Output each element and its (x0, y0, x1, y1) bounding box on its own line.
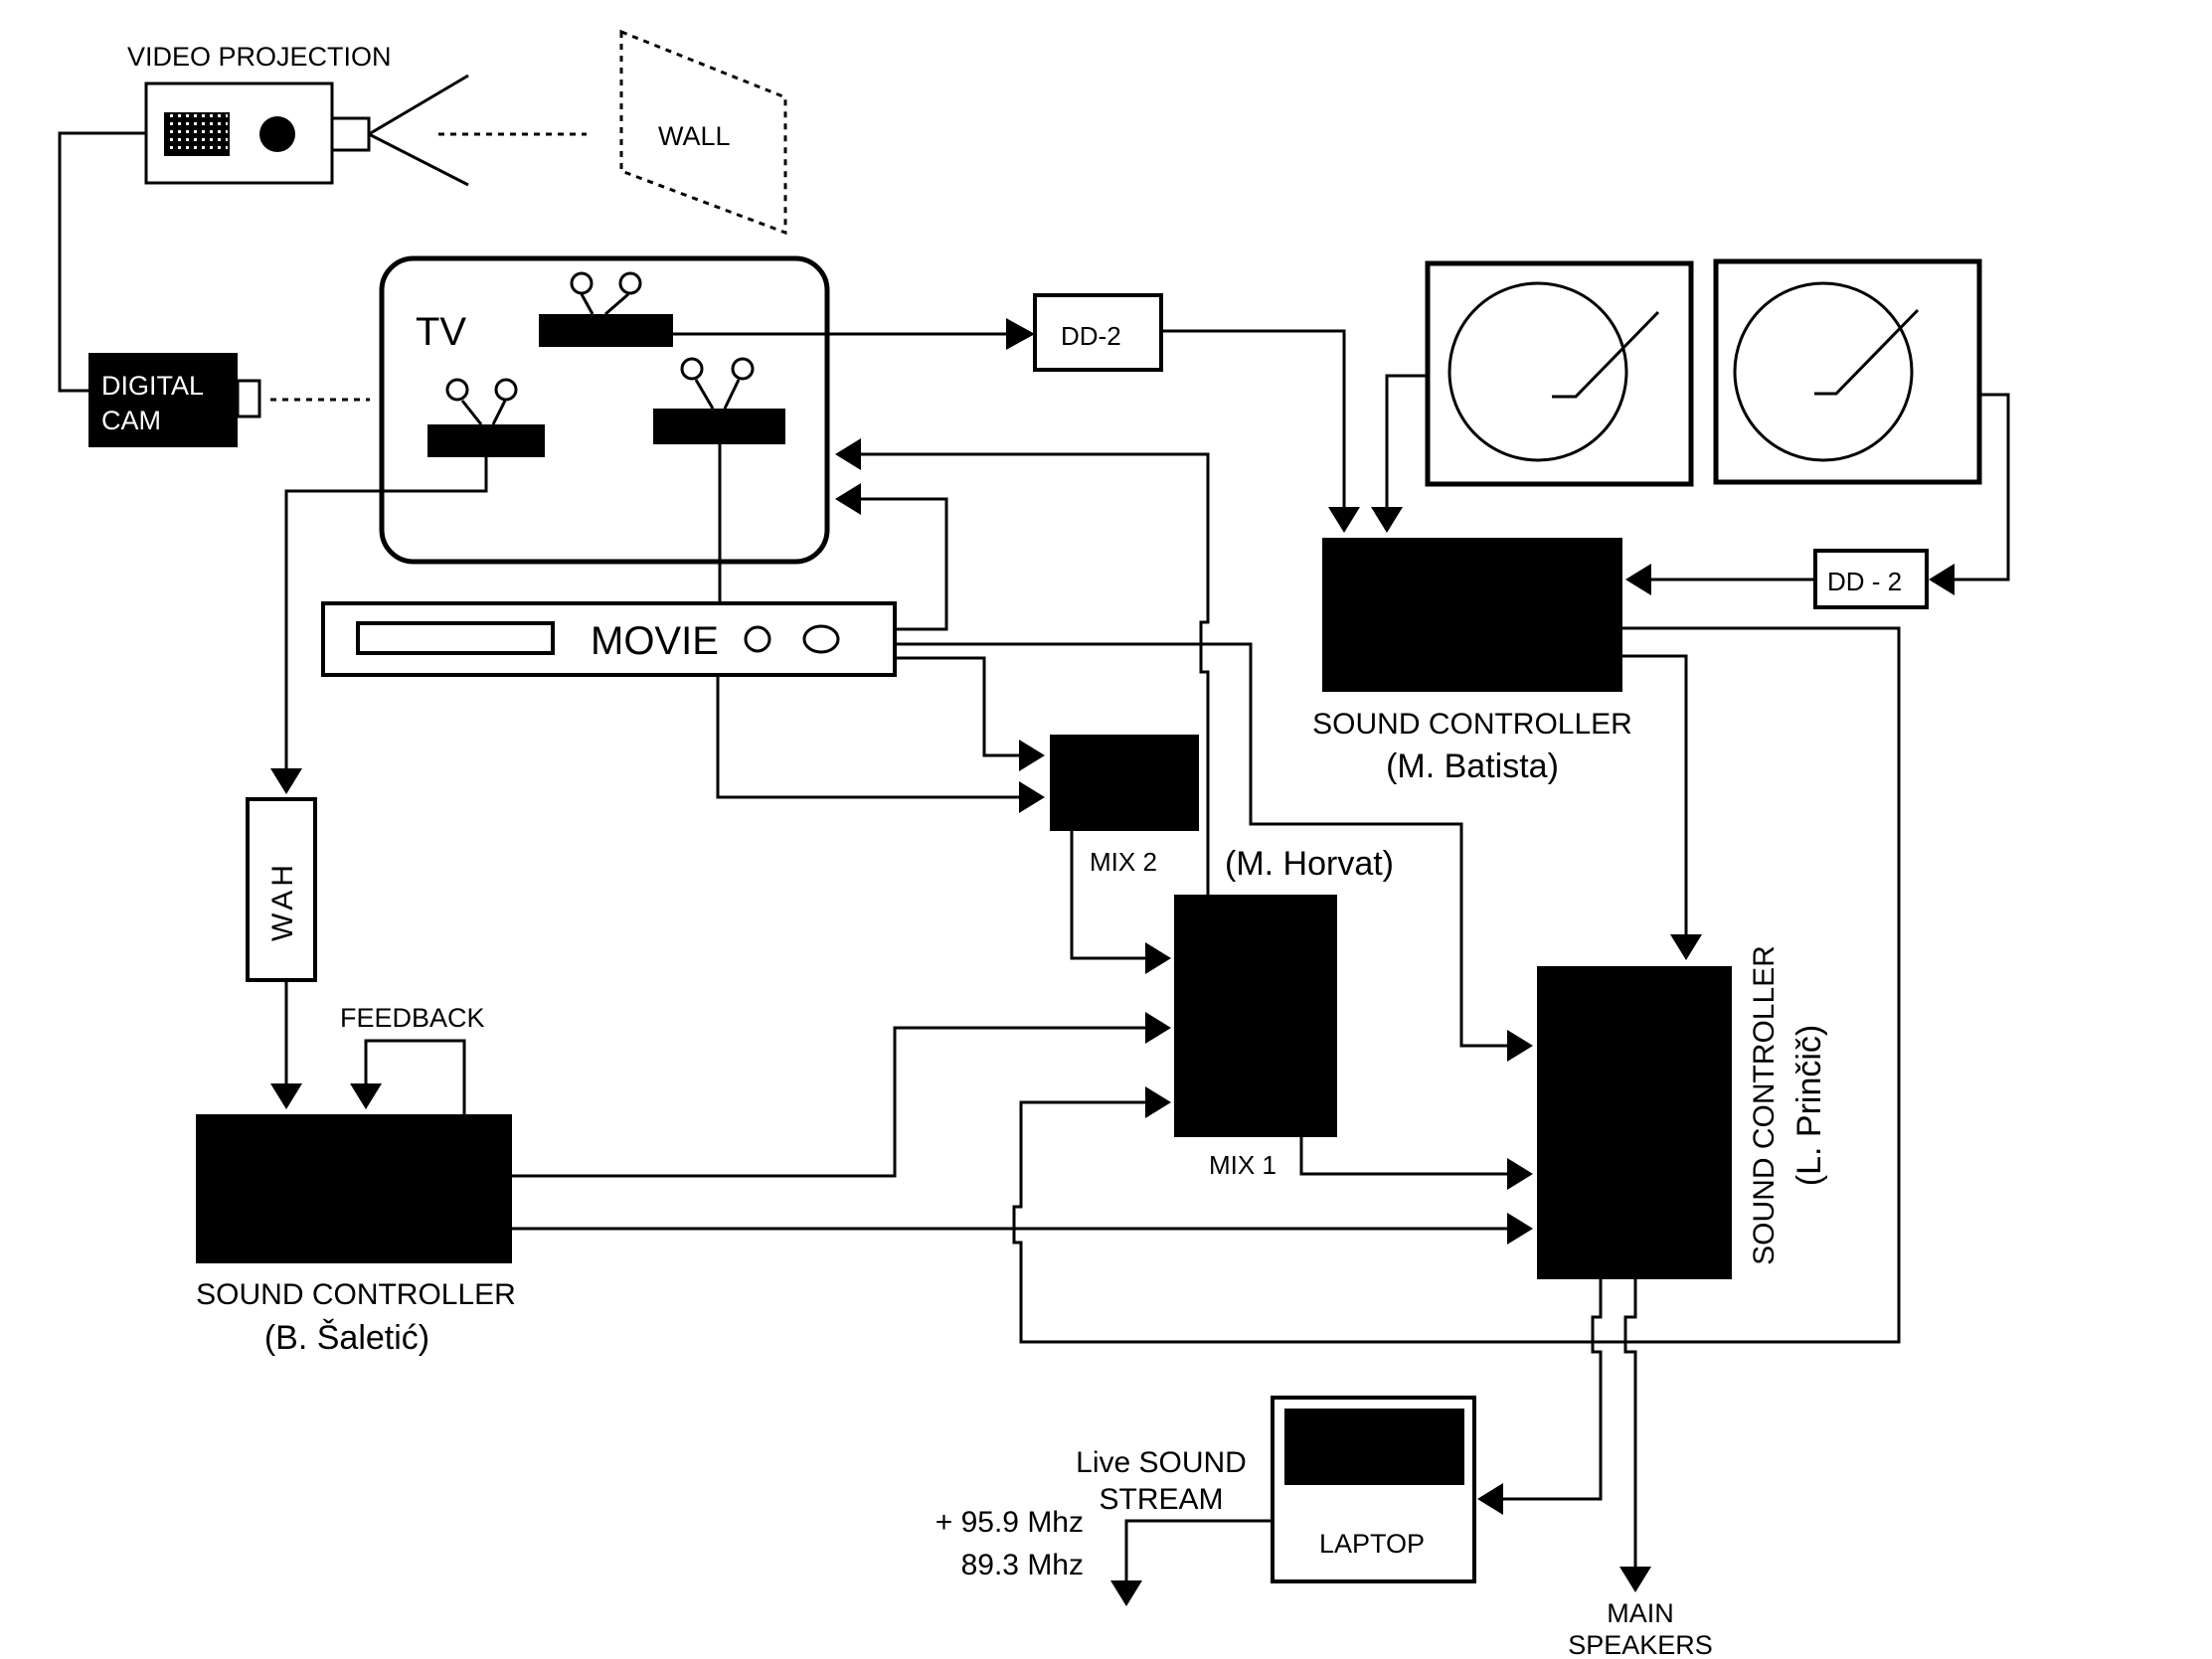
movie-label: MOVIE (591, 619, 719, 663)
sound-controller-saletic (196, 1114, 512, 1263)
laptop-screen (1284, 1409, 1464, 1485)
sound-controller-princic-label: SOUND CONTROLLER (1748, 945, 1781, 1265)
movie-disc-slot (356, 621, 555, 655)
sound-controller-princic-name: (L. Prinčič) (1790, 1025, 1828, 1186)
digital-cam-label-line2: CAM (101, 406, 161, 435)
wall-label: WALL (658, 121, 731, 151)
sound-controller-princic (1537, 966, 1732, 1279)
horvat-label: (M. Horvat) (1225, 845, 1394, 883)
digital-cam (88, 353, 238, 447)
sound-controller-saletic-name: (B. Šaletić) (264, 1319, 429, 1357)
wah-label: WAH (266, 861, 299, 941)
tv-label: TV (416, 310, 466, 354)
video-projection-label: VIDEO PROJECTION (127, 42, 392, 72)
dd2-top-pedal (1033, 293, 1163, 372)
sound-controller-batista (1322, 538, 1622, 692)
dd2-top-label: DD-2 (1061, 321, 1121, 351)
live-stream-label-line2: STREAM (1099, 1483, 1223, 1516)
projector-lens-icon (259, 116, 295, 152)
wall-surface (619, 29, 787, 236)
sound-controller-saletic-label: SOUND CONTROLLER (196, 1278, 516, 1311)
mix2-label: MIX 2 (1090, 847, 1157, 877)
projector-grille-icon (164, 112, 230, 156)
turntable-right (1713, 258, 1982, 485)
sound-controller-batista-name: (M. Batista) (1386, 747, 1559, 785)
main-speakers-label-line1: MAIN (1607, 1598, 1674, 1628)
tv-antenna-left-icon (427, 378, 545, 457)
digital-cam-label-line1: DIGITAL (101, 371, 204, 401)
frequency-label-line1: + 95.9 Mhz (936, 1506, 1084, 1539)
sound-controller-batista-label: SOUND CONTROLLER (1312, 708, 1632, 741)
frequency-label-line2: 89.3 Mhz (961, 1549, 1084, 1581)
wah-pedal (246, 797, 317, 982)
video-projector (144, 74, 469, 187)
main-speakers-label-line2: SPEAKERS (1568, 1630, 1713, 1659)
tv-antenna-top-icon (539, 271, 673, 347)
feedback-label: FEEDBACK (340, 1003, 485, 1033)
movie-button-icon (744, 625, 771, 653)
mix2 (1050, 735, 1199, 831)
tv-antenna-right-icon (653, 357, 785, 444)
turntable-left (1425, 260, 1694, 487)
movie-knob-icon (802, 624, 840, 654)
cam-to-projector-line (58, 131, 146, 393)
laptop-label: LAPTOP (1319, 1529, 1425, 1559)
connection-lines (270, 318, 2010, 1606)
mix1-label: MIX 1 (1209, 1150, 1276, 1180)
dd2-right-label: DD - 2 (1827, 567, 1902, 596)
live-stream-label-line1: Live SOUND (1076, 1446, 1247, 1479)
mix1 (1174, 895, 1337, 1137)
